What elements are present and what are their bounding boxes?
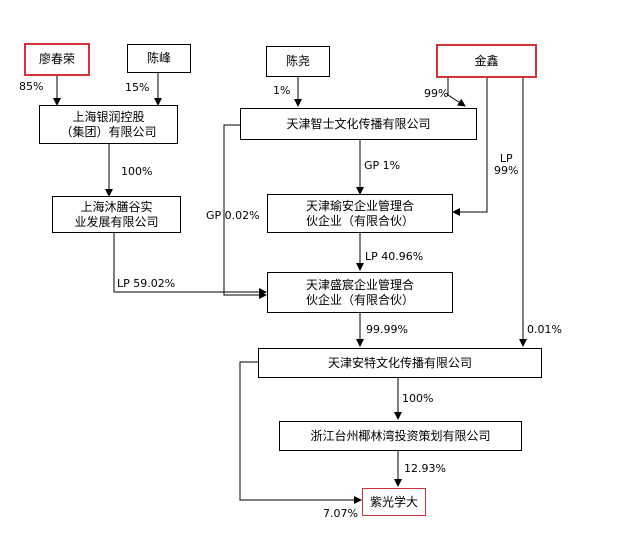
label-yinrun-100: 100%: [121, 165, 153, 178]
node-tianjin-zhishi: 天津智士文化传播有限公司: [240, 108, 477, 140]
label-liao-85: 85%: [19, 80, 44, 93]
label-lp-99: LP 99%: [494, 152, 519, 177]
node-liao-chunrong: 廖春荣: [24, 43, 90, 76]
node-tianjin-yuan: 天津瑜安企业管理合 伙企业（有限合伙）: [267, 194, 453, 233]
label-lp-4096: LP 40.96%: [365, 250, 424, 263]
label-chen-feng-15: 15%: [125, 81, 150, 94]
node-ziguang-xueda: 紫光学大: [362, 488, 426, 516]
node-shanghai-yinrun: 上海银润控股 （集团）有限公司: [39, 105, 178, 144]
label-gp-002: GP 0.02%: [206, 209, 260, 222]
node-zhejiang-taizhou: 浙江台州椰林湾投资策划有限公司: [279, 421, 522, 451]
node-shanghai-mushan: 上海沐膳谷实 业发展有限公司: [52, 196, 181, 233]
label-pct-001: 0.01%: [527, 323, 562, 336]
label-pct-1293: 12.93%: [404, 462, 446, 475]
label-gp-1: GP 1%: [364, 159, 401, 172]
node-chen-yao: 陈尧: [266, 46, 330, 77]
label-chen-yao-1: 1%: [273, 84, 291, 97]
node-chen-feng: 陈峰: [127, 44, 191, 73]
node-tianjin-ante: 天津安特文化传播有限公司: [258, 348, 542, 378]
label-ante-100: 100%: [402, 392, 434, 405]
label-pct-9999: 99.99%: [366, 323, 408, 336]
label-lp-5902: LP 59.02%: [117, 277, 176, 290]
label-jin-99: 99%: [424, 87, 449, 100]
node-jin-xin: 金鑫: [436, 44, 537, 78]
label-pct-707: 7.07%: [323, 507, 358, 520]
node-tianjin-shengchen: 天津盛宸企业管理合 伙企业（有限合伙）: [267, 272, 453, 313]
